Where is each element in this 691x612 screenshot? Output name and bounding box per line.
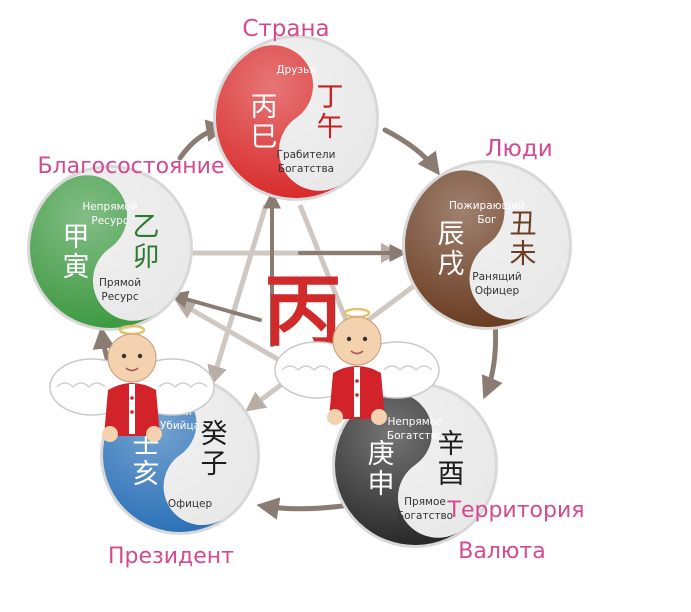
stem-branch-char: 寅	[63, 252, 90, 283]
stem-branch-char: 辰	[438, 219, 465, 250]
stem-branch-char: 子	[201, 449, 228, 480]
stem-branch-char: 亥	[133, 459, 160, 490]
ten-god-upper: Ресурс	[91, 215, 128, 227]
element-circles: 丙巳丁午ДрузьяГрабителиБогатства辰戌丑未Пожирающ…	[27, 35, 572, 548]
ten-god-lower: Прямое	[404, 496, 446, 508]
stem-branch-char: 癸	[201, 419, 228, 450]
center-day-master: 丙	[264, 266, 342, 357]
ten-god-lower: Ранящий	[472, 271, 522, 283]
control-arrow-fire-water	[207, 204, 269, 386]
ten-god-upper: Бог	[477, 214, 496, 226]
stem-branch-char: 申	[368, 469, 395, 500]
ten-god-lower: Богатства	[278, 163, 334, 175]
stem-branch-char: 巳	[251, 122, 278, 153]
ten-god-lower: Богатство	[397, 510, 453, 522]
label-earth: Люди	[485, 136, 553, 162]
stem-branch-char: 辛	[438, 429, 465, 460]
stem-branch-char: 甲	[63, 222, 90, 253]
stem-branch-char: 丙	[251, 92, 278, 123]
stem-branch-char: 未	[510, 239, 537, 270]
ten-god-lower: Офицер	[168, 498, 213, 510]
arrow-earth-to-metal	[481, 317, 503, 400]
stem-branch-char: 乙	[133, 212, 160, 243]
stem-branch-char: 丑	[510, 209, 537, 240]
ten-god-upper: Убийца	[160, 420, 200, 432]
stem-branch-char: 丁	[317, 82, 344, 113]
label-water: Президент	[108, 544, 234, 569]
stem-branch-char: 戌	[438, 249, 465, 280]
ten-god-lower: Ресурс	[101, 291, 138, 303]
angel-icon-right	[274, 307, 440, 425]
label-metal-1: Территория	[447, 498, 585, 523]
stem-branch-char: 庚	[368, 439, 395, 470]
label-metal-2: Валюта	[458, 539, 545, 564]
ten-god-upper: Богатство	[387, 430, 443, 442]
ten-god-lower: Грабители	[277, 149, 336, 161]
stem-branch-char: 酉	[438, 459, 465, 490]
stem-branch-char: 卯	[133, 242, 160, 273]
ten-god-upper: Друзья	[276, 64, 315, 76]
ten-god-upper: Непрямое	[387, 416, 442, 428]
ten-god-upper: Непрямой	[82, 201, 137, 213]
stem-branch-char: 午	[317, 112, 344, 143]
generation-cycle-arrows	[92, 119, 503, 520]
arrow-metal-to-water	[256, 497, 353, 520]
arrow-fire-to-earth	[382, 127, 440, 176]
arrow-center-left	[169, 290, 262, 322]
ten-god-upper: Пожирающий	[449, 200, 525, 212]
ten-god-lower: Офицер	[475, 285, 520, 297]
ten-god-lower: Прямой	[99, 277, 141, 289]
label-fire: Страна	[242, 16, 329, 42]
angel-icon-left	[49, 324, 215, 442]
label-wood: Благосостояние	[37, 154, 224, 179]
